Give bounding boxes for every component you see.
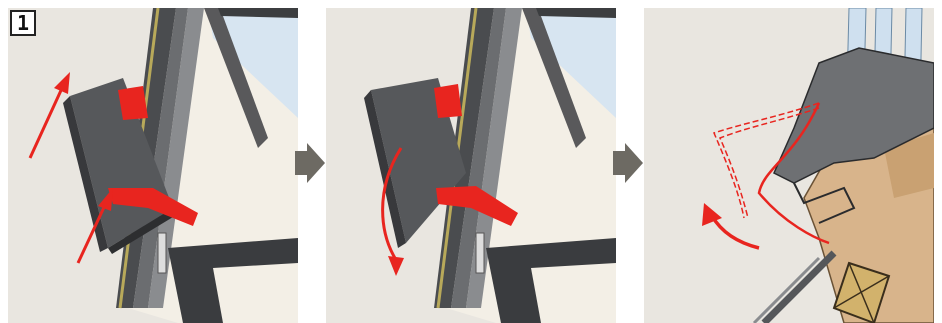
step-arrow-icon [295,143,325,183]
step-arrow-icon [613,143,643,183]
arrow-up-1 [30,86,63,158]
arrow-rotate-open [712,216,759,248]
step-number: 1 [17,11,29,35]
bracket-top [434,84,462,118]
step-number-badge: 1 [10,10,36,36]
panel-section-view [644,8,934,323]
bracket-top [118,86,148,120]
panel-lift-flap [8,8,298,323]
panel-rotate-flap [326,8,616,323]
